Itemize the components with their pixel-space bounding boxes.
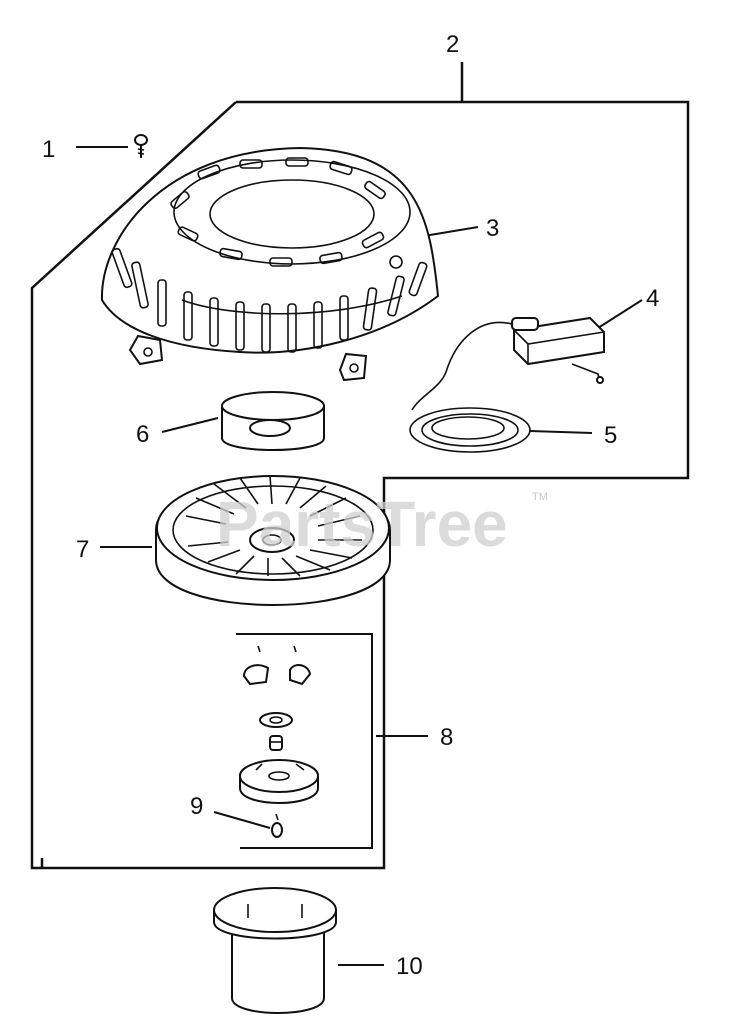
washer-part-6: [221, 391, 325, 451]
subassembly-bracket-8: [236, 633, 373, 849]
callout-9: 9: [190, 793, 203, 820]
starter-housing-part-3: [100, 146, 440, 382]
callout-2: 2: [446, 31, 459, 58]
svg-text:PartsTree: PartsTree: [216, 488, 508, 560]
cup-part-10: [213, 887, 337, 1014]
callout-5: 5: [604, 422, 617, 449]
callout-8: 8: [440, 724, 453, 751]
callout-1: 1: [42, 136, 55, 163]
leader-3: [423, 226, 479, 237]
leader-9: [213, 811, 271, 829]
rope-handle-part-4: [511, 316, 605, 384]
starter-rope-part-5: [409, 321, 531, 453]
callout-7: 7: [76, 536, 89, 563]
svg-text:TM: TM: [532, 491, 548, 503]
screw-part-1: [134, 134, 148, 158]
leader-4: [597, 299, 643, 329]
watermark-logo: PartsTree TM: [216, 488, 548, 560]
assembly-outline-2: [30, 62, 690, 870]
callout-3: 3: [486, 215, 499, 242]
callout-10: 10: [396, 953, 423, 980]
ratchet-assembly-part-8: [239, 645, 319, 804]
leader-6: [161, 417, 219, 433]
pulley-part-7: [155, 475, 391, 606]
callout-6: 6: [136, 421, 149, 448]
callout-4: 4: [646, 285, 659, 312]
leader-5: [529, 430, 593, 434]
screw-part-9: [271, 813, 283, 838]
